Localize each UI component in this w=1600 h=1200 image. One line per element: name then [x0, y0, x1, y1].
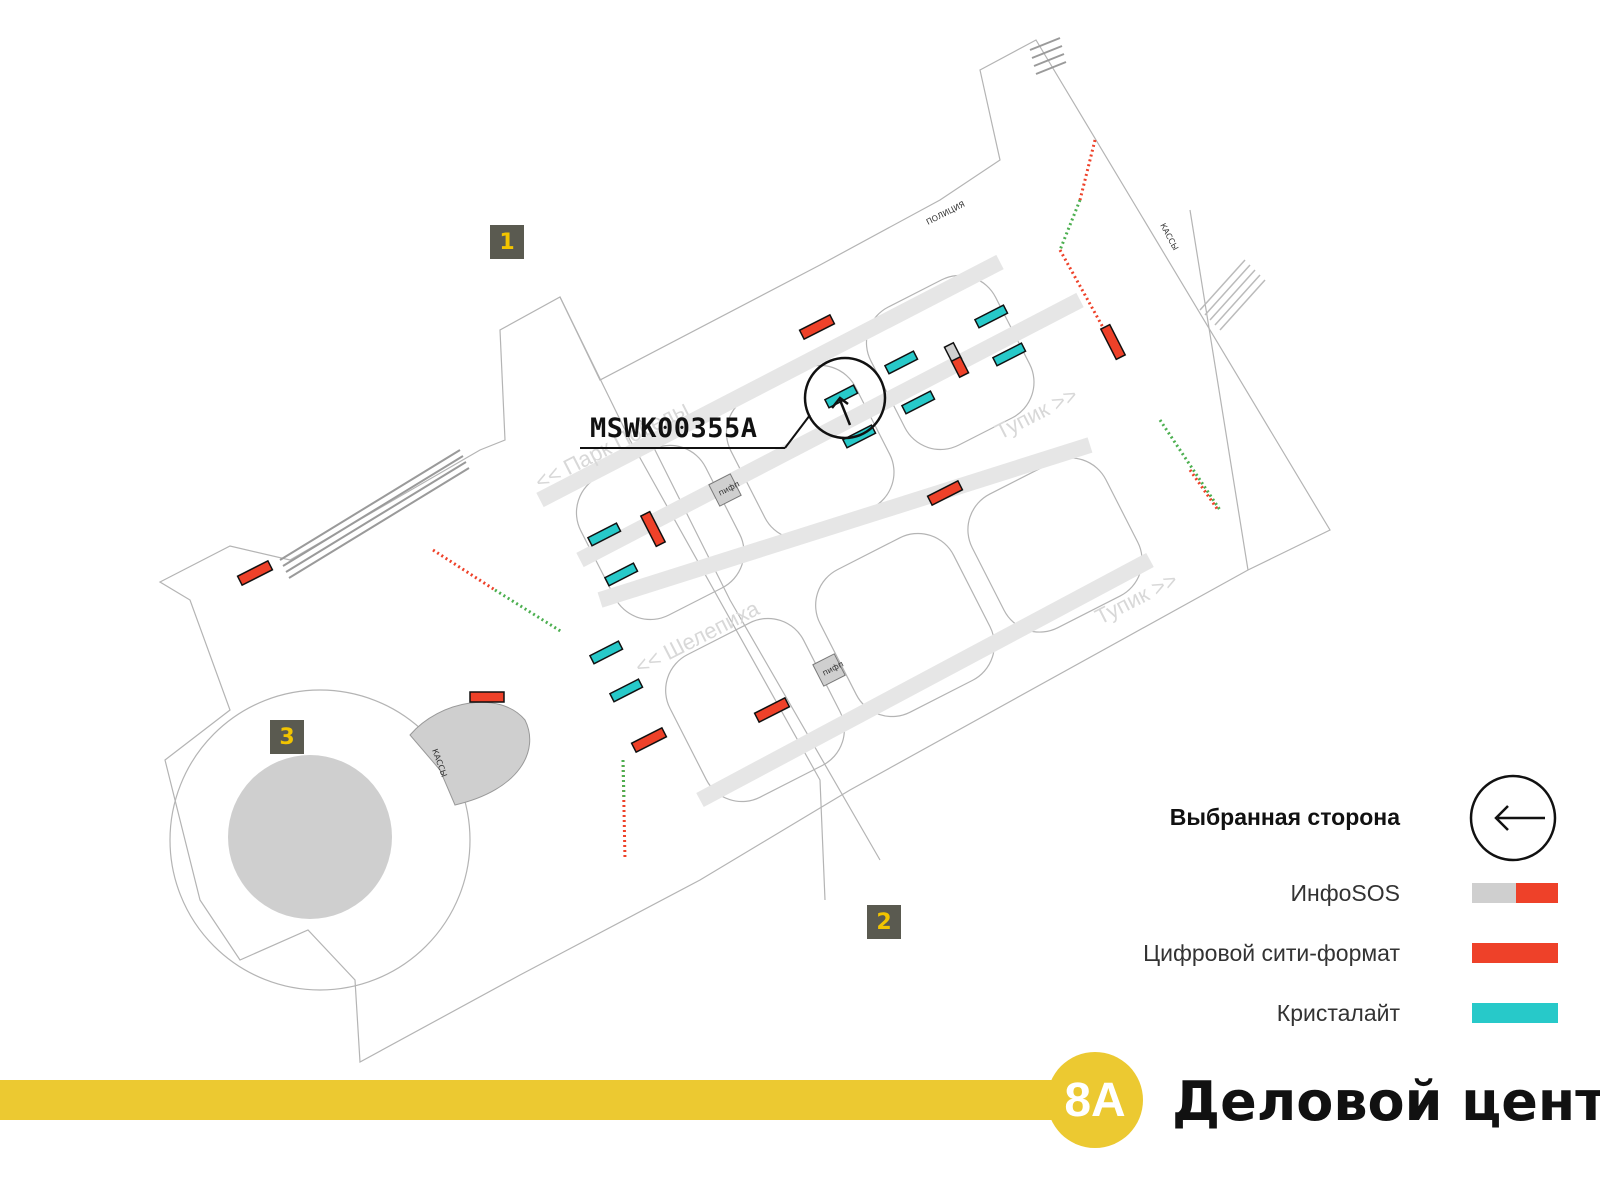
left-arrow-icon — [1494, 805, 1545, 831]
selected-direction-arrow-icon — [831, 396, 852, 426]
line-number-badge: 8A — [1047, 1052, 1143, 1148]
legend-selected-side: Выбранная сторона — [1169, 804, 1400, 830]
legend-selected-side-circle — [1469, 774, 1557, 862]
direction-shelepikha-label: << Шелепиха — [631, 595, 764, 679]
exit-badge-2: 2 — [867, 905, 901, 939]
legend-digital-city: Цифровой сити-формат — [1143, 940, 1400, 966]
selected-marker-circle — [803, 356, 887, 440]
crystalight-swatch — [1472, 1003, 1558, 1023]
exit-badge-1: 1 — [490, 225, 524, 259]
exit-badge-3: 3 — [270, 720, 304, 754]
infosos-swatch-red — [1516, 883, 1558, 903]
rotunda-disc — [228, 755, 392, 919]
infosos-swatch-grey — [1472, 883, 1516, 903]
legend-crystalight: Кристалайт — [1276, 1000, 1400, 1026]
dead-end-label-1: Тупик >> — [991, 382, 1082, 445]
police-label: ПОЛИЦИЯ — [925, 200, 967, 227]
rotunda-outline — [169, 689, 471, 991]
kassy-area — [409, 701, 531, 806]
line-color-bar — [0, 1080, 1080, 1120]
digital-city-swatch — [1472, 943, 1558, 963]
station-name: Деловой центр — [1172, 1070, 1600, 1133]
selected-code-label: MSWK00355A — [590, 413, 758, 444]
kassy-label-1: КАССЫ — [1158, 222, 1180, 252]
legend-infosos: ИнфоSOS — [1290, 880, 1400, 906]
